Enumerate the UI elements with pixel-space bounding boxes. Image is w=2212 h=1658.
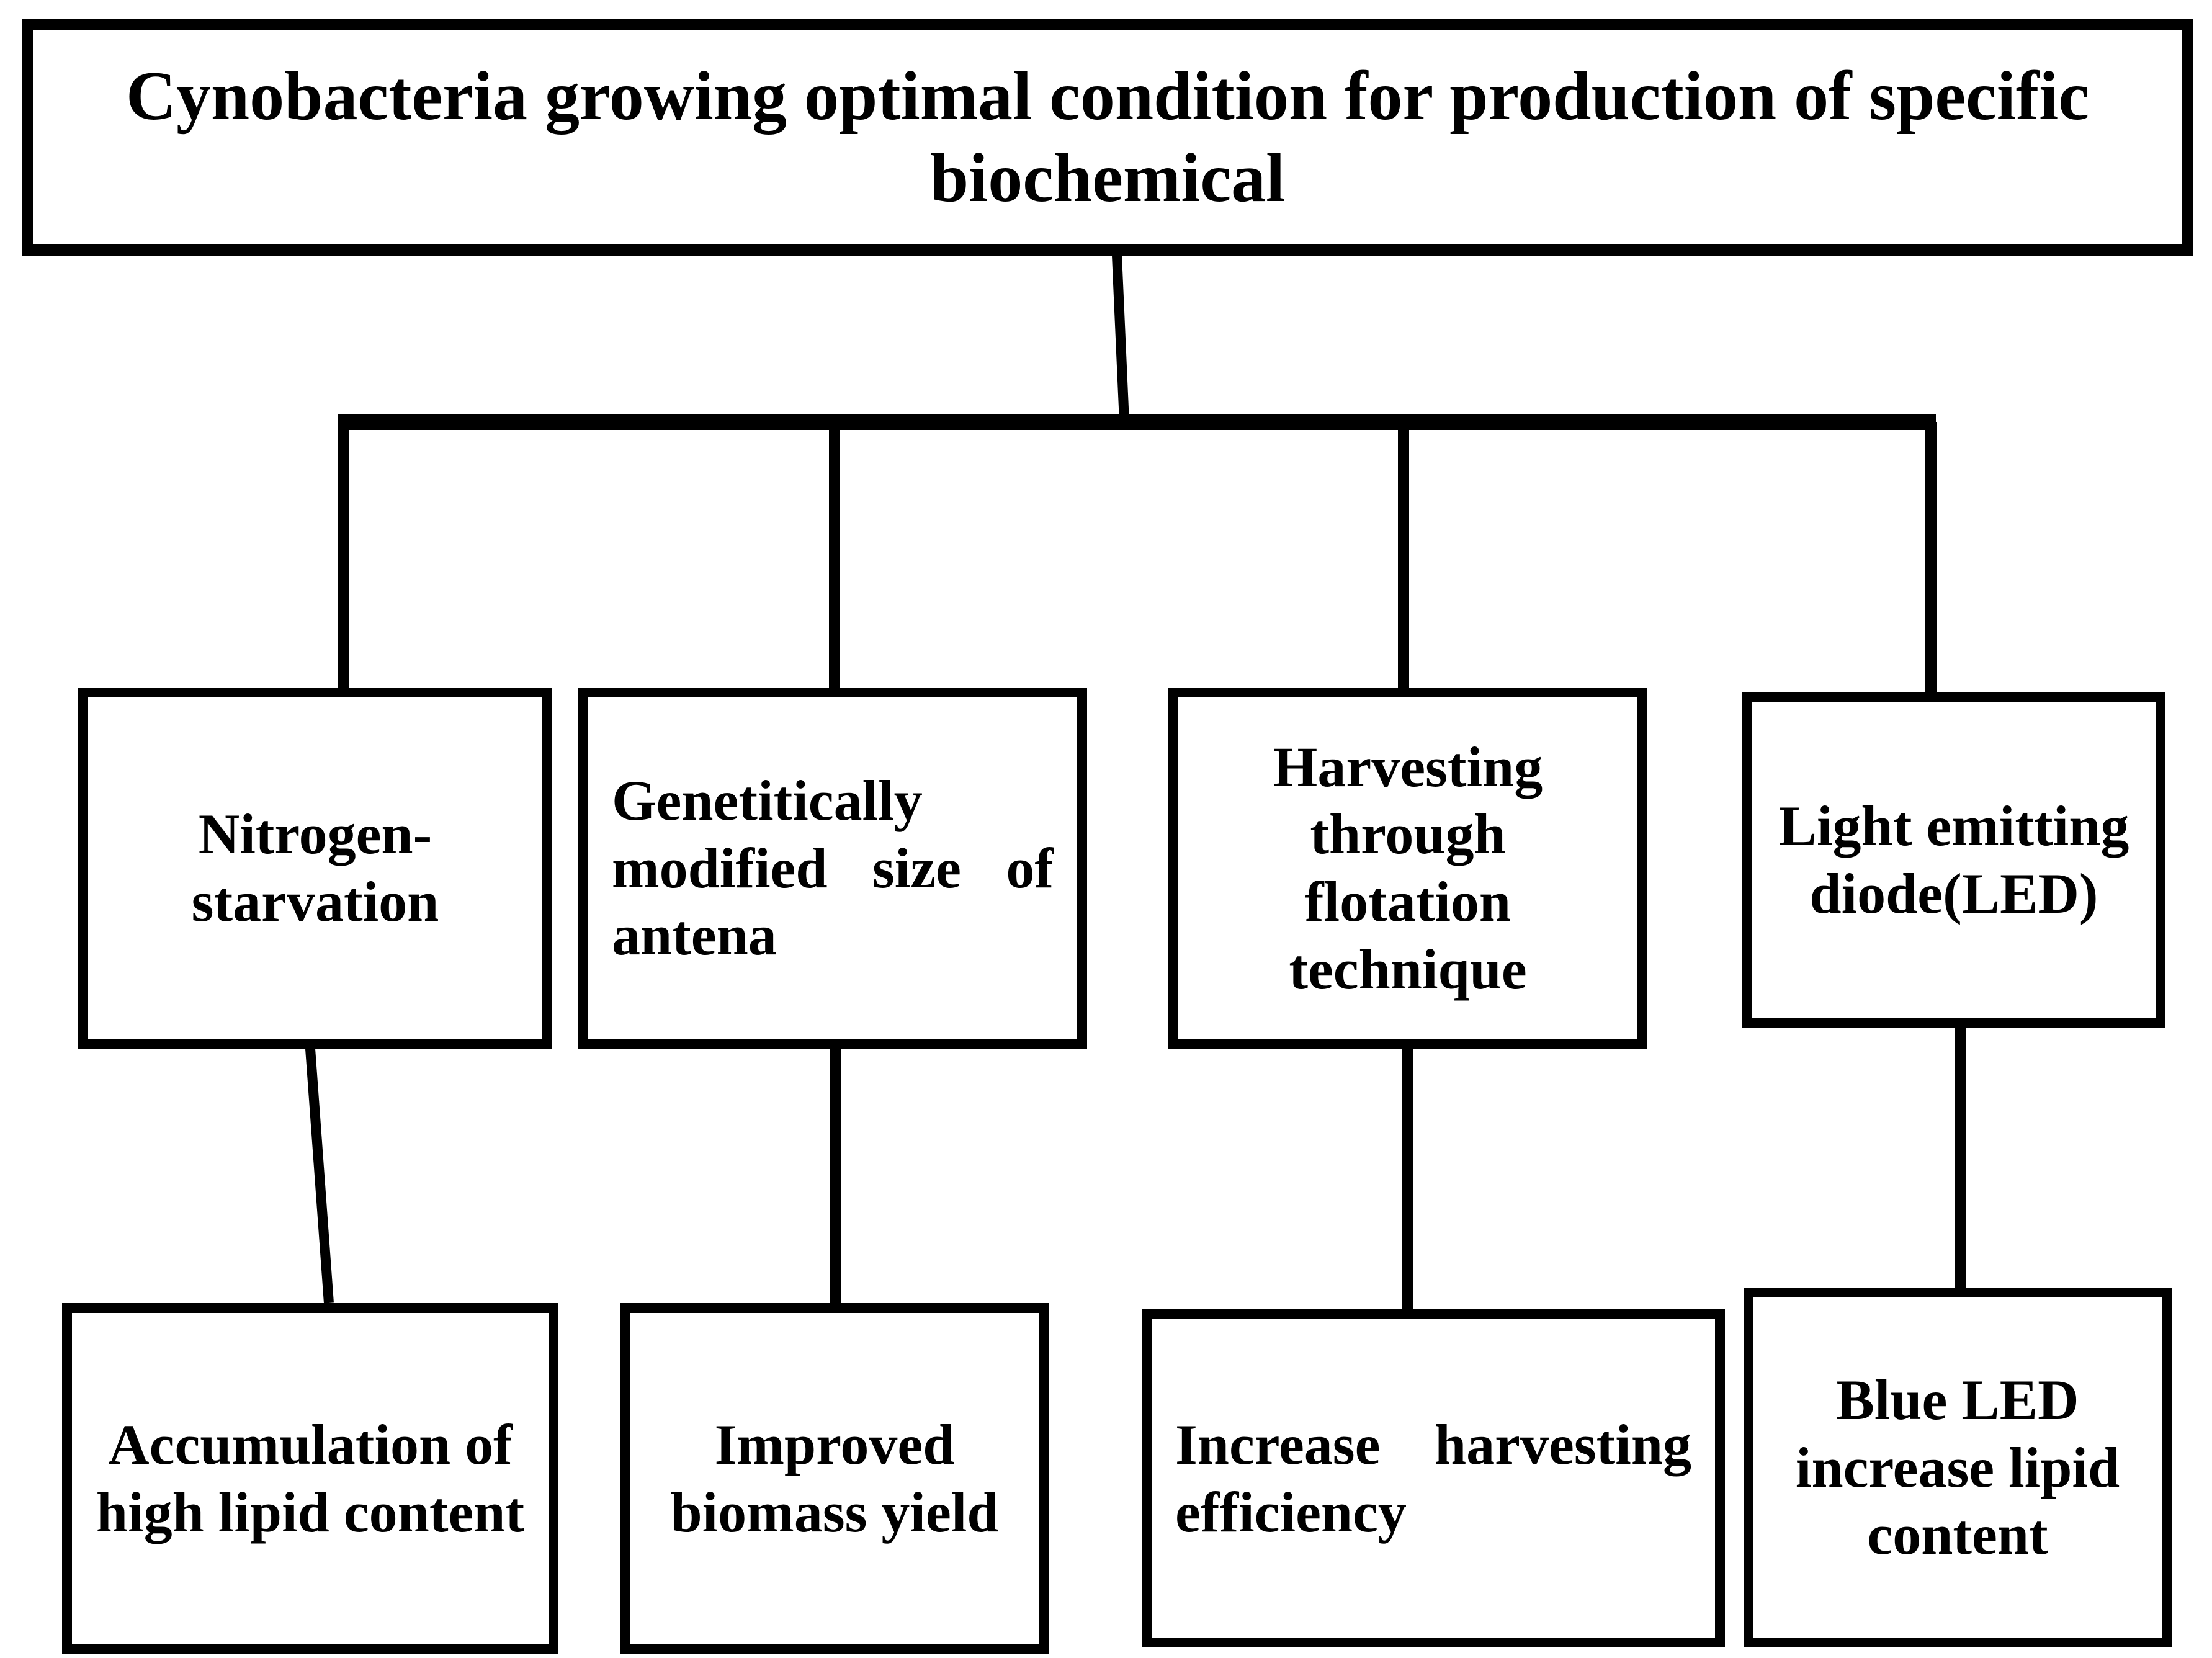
node-light-emitting-diode-label: Light emitting diode(LED): [1778, 794, 2129, 925]
node-light-emitting-diode[interactable]: Light emitting diode(LED): [1742, 692, 2165, 1028]
node-harvesting-flotation[interactable]: Harvesting through flotation technique: [1168, 688, 1647, 1049]
node-blue-led-increase-lipid-label: Blue LED increase lipid content: [1795, 1368, 2120, 1567]
connector-nitrogen-to-lipid: [305, 1048, 334, 1304]
node-accumulation-high-lipid[interactable]: Accumulation of high lipid content: [62, 1303, 558, 1654]
node-harvesting-flotation-label: Harvesting through flotation technique: [1273, 735, 1543, 1001]
node-improved-biomass-yield[interactable]: Improved biomass yield: [620, 1303, 1049, 1654]
node-increase-harvesting-efficiency[interactable]: Increase harvesting efficiency: [1142, 1309, 1725, 1647]
node-improved-biomass-yield-label: Improved biomass yield: [670, 1412, 999, 1544]
node-nitrogen-starvation-label: Nitrogen-starvation: [191, 802, 439, 933]
node-nitrogen-starvation[interactable]: Nitrogen-starvation: [78, 688, 552, 1049]
node-genetically-modified-antenna[interactable]: Genetitically modified size of antena: [578, 688, 1087, 1049]
node-accumulation-high-lipid-label: Accumulation of high lipid content: [96, 1412, 525, 1544]
node-genetically-modified-antenna-label: Genetitically modified size of antena: [612, 769, 1054, 967]
node-root-label: Cynobacteria growing optimal condition f…: [126, 57, 2089, 217]
connector-root-stem: [1112, 255, 1129, 423]
node-root-condition[interactable]: Cynobacteria growing optimal condition f…: [22, 19, 2193, 256]
node-increase-harvesting-efficiency-label: Increase harvesting efficiency: [1175, 1412, 1691, 1544]
node-blue-led-increase-lipid[interactable]: Blue LED increase lipid content: [1744, 1288, 2172, 1647]
